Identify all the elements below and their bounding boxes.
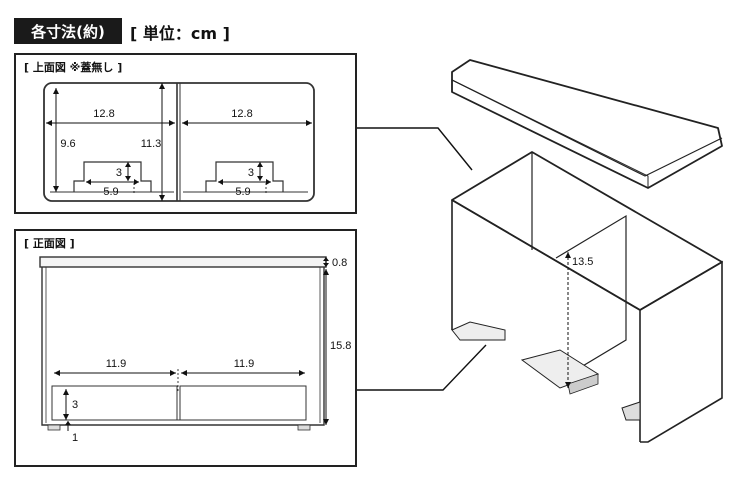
top-right-width-label: 12.8: [231, 108, 252, 120]
front-view-panel: [ 正面図 ] 11.9 11.9 3 1: [14, 229, 357, 467]
top-left-width-label: 12.8: [93, 108, 114, 120]
front-left-opening: [51, 385, 178, 421]
iso-box: [451, 151, 723, 443]
top-left-notch: [73, 161, 152, 192]
top-right-notch-h-label: 3: [248, 167, 254, 179]
top-right-notch-w-label: 5.9: [235, 186, 250, 198]
front-right-opening: [179, 385, 307, 421]
front-foot-h-label: 1: [72, 432, 78, 444]
top-inner-depth-label: 9.6: [60, 138, 75, 150]
top-left-notch-h-label: 3: [116, 167, 122, 179]
top-view-label: [ 上面図 ※蓋無し ]: [24, 61, 123, 74]
iso-lid: [451, 59, 723, 189]
front-right-width-label: 11.9: [234, 358, 255, 370]
front-lid: [39, 256, 327, 268]
top-view-panel: [ 上面図 ※蓋無し ] 12.8 12.8 9.6 11.3: [14, 53, 357, 214]
title-badge: 各寸法(約): [14, 18, 122, 44]
iso-divider: [555, 214, 627, 383]
front-opening-h-label: 3: [72, 399, 78, 411]
front-lid-thickness-label: 0.8: [332, 257, 347, 269]
leader-line-top: [357, 127, 473, 171]
unit-label: [ 単位：cm ]: [130, 24, 230, 43]
front-view-drawing: 11.9 11.9 3 1 0.8 15.8: [39, 256, 351, 444]
top-outer-depth-label: 11.3: [141, 138, 162, 150]
top-view-drawing: 12.8 12.8 9.6 11.3 3 5.9 3 5.9: [43, 82, 315, 202]
iso-divider-height-label: 13.5: [572, 256, 594, 268]
top-right-notch: [205, 161, 284, 192]
front-left-width-label: 11.9: [106, 358, 127, 370]
top-left-notch-w-label: 5.9: [103, 186, 118, 198]
front-right-foot: [297, 424, 311, 431]
leader-line-front: [357, 344, 487, 391]
top-box-outline: [43, 82, 315, 202]
front-body: [41, 267, 325, 426]
front-left-foot: [47, 424, 61, 431]
front-height-label: 15.8: [330, 340, 351, 352]
front-view-label: [ 正面図 ]: [24, 237, 75, 250]
